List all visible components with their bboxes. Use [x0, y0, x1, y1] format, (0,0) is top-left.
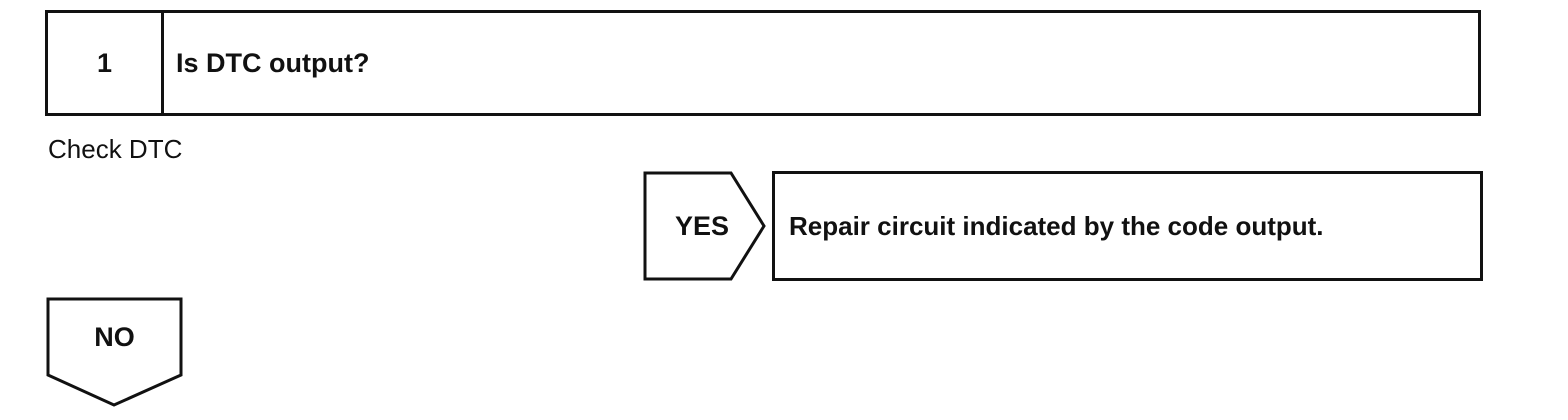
yes-arrow-shape: [643, 171, 766, 281]
step-note: Check DTC: [48, 134, 183, 164]
step-box: 1 Is DTC output?: [45, 10, 1481, 116]
no-label: NO: [94, 321, 135, 352]
step-question: Is DTC output?: [176, 47, 370, 78]
yes-action-box: Repair circuit indicated by the code out…: [772, 171, 1483, 281]
no-arrow-shape: [46, 297, 183, 407]
yes-action-text: Repair circuit indicated by the code out…: [789, 210, 1324, 241]
step-number: 1: [48, 13, 164, 113]
yes-label: YES: [674, 210, 730, 241]
